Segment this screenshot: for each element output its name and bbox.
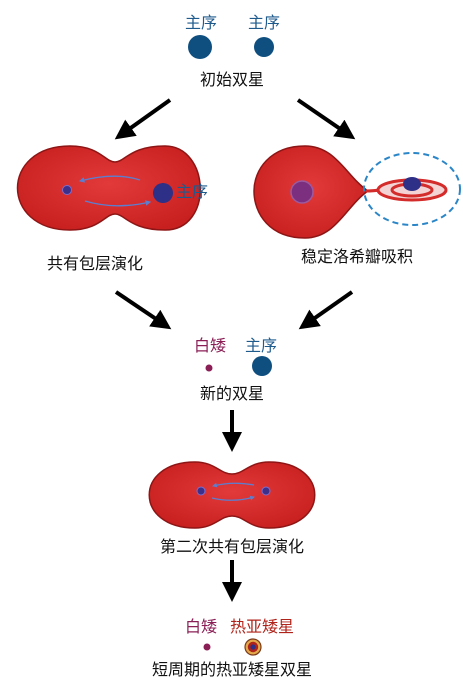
main-sequence-companion xyxy=(153,183,173,203)
label-main-sequence-right: 主序 xyxy=(247,13,281,32)
label-common-envelope-evolution: 共有包层演化 xyxy=(46,254,144,273)
label-stable-roche-lobe-accretion: 稳定洛希瓣吸积 xyxy=(300,247,414,266)
arrow-to-stable-rlof xyxy=(296,98,356,140)
arrow-to-common-envelope xyxy=(114,98,172,140)
label-initial-binary: 初始双星 xyxy=(199,70,265,89)
hot-subdwarf-core xyxy=(250,644,256,650)
arrow-from-stable-rlof xyxy=(298,290,354,330)
main-sequence-star-right xyxy=(254,37,274,57)
arrow-from-common-envelope xyxy=(114,290,172,330)
label-second-common-envelope: 第二次共有包层演化 xyxy=(159,537,305,556)
label-main-sequence-left: 主序 xyxy=(184,13,218,32)
label-main-sequence-new: 主序 xyxy=(244,336,278,355)
label-short-period-hot-subdwarf-binary: 短周期的热亚矮星双星 xyxy=(151,660,313,679)
label-ce-main-sequence: 主序 xyxy=(175,182,209,201)
common-envelope-shape xyxy=(16,145,201,231)
white-dwarf-core xyxy=(62,185,72,195)
label-hot-subdwarf: 热亚矮星 xyxy=(229,617,295,636)
label-white-dwarf-final: 白矮 xyxy=(184,617,218,636)
white-dwarf-star xyxy=(205,364,213,372)
orbit-arrow-lower xyxy=(84,200,152,207)
second-orbit-arrow-lower xyxy=(211,495,255,501)
accretor-star xyxy=(403,177,421,191)
main-sequence-star-new xyxy=(252,356,272,376)
label-new-binary: 新的双星 xyxy=(199,384,265,403)
second-orbit-arrow-upper xyxy=(212,482,255,488)
second-ce-core-left xyxy=(196,486,206,496)
label-white-dwarf: 白矮 xyxy=(193,336,227,355)
white-dwarf-final xyxy=(203,643,211,651)
main-sequence-star-left xyxy=(188,35,212,59)
donor-core xyxy=(290,180,314,204)
orbit-arrow-upper xyxy=(78,175,141,183)
roche-lobe-boundary xyxy=(363,152,461,226)
second-common-envelope-shape xyxy=(148,461,316,529)
second-ce-core-right xyxy=(261,486,271,496)
